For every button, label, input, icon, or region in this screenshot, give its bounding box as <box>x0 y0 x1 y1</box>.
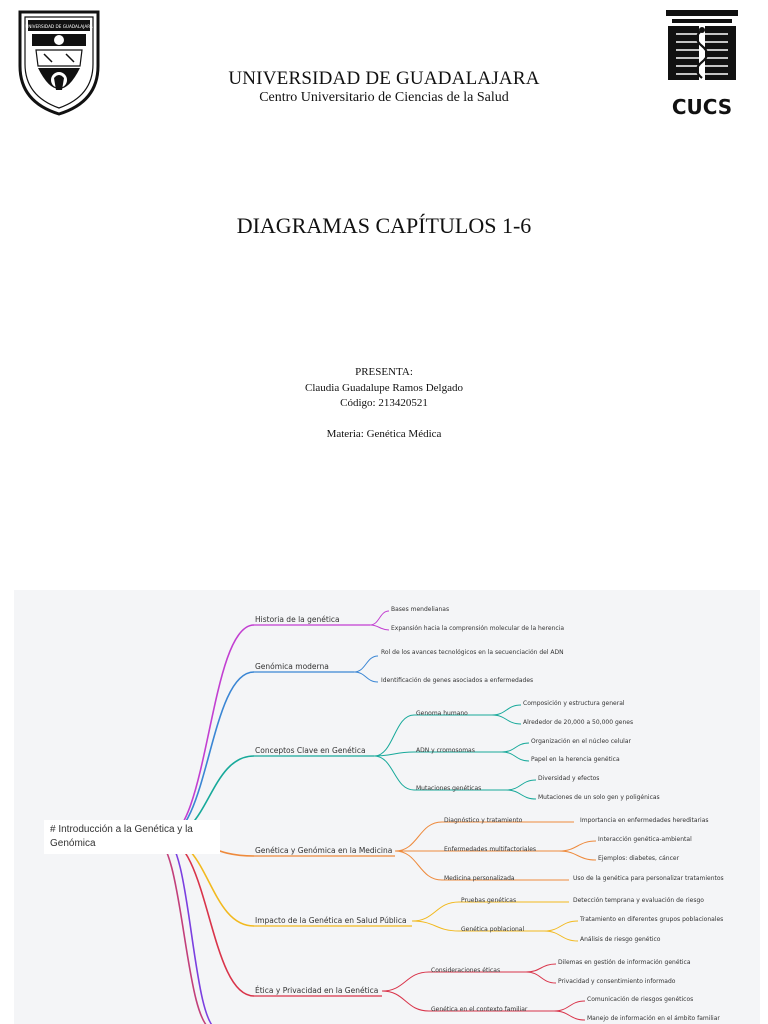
sub-medicina-personalizada[interactable]: Medicina personalizada <box>444 875 515 882</box>
leaf-ejemplos[interactable]: Ejemplos: diabetes, cáncer <box>598 855 680 862</box>
leaf-genes-enfermedades[interactable]: Identificación de genes asociados a enfe… <box>381 677 534 684</box>
leaf-connector <box>558 840 597 852</box>
leaf-personalizar[interactable]: Uso de la genética para personalizar tra… <box>573 875 724 882</box>
leaf-interaccion[interactable]: Interacción genética-ambiental <box>598 836 692 843</box>
leaf-analisis-riesgo[interactable]: Análisis de riesgo genético <box>580 936 661 943</box>
sub-diagnostico[interactable]: Diagnóstico y tratamiento <box>444 817 523 824</box>
sub-connector <box>373 755 415 791</box>
leaf-privacidad[interactable]: Privacidad y consentimiento informado <box>558 978 676 985</box>
sub-connector <box>373 714 415 757</box>
leaf-20000-genes[interactable]: Alrededor de 20,000 a 50,000 genes <box>523 719 634 726</box>
leaf-mutaciones-gen[interactable]: Mutaciones de un solo gen y poligénicas <box>538 794 660 801</box>
leaf-papel-herencia[interactable]: Papel en la herencia genética <box>531 756 620 763</box>
leaf-connector <box>553 1000 586 1012</box>
subject: Materia: Genética Médica <box>326 428 442 440</box>
sub-consideraciones[interactable]: Consideraciones éticas <box>431 967 501 974</box>
branch-connector <box>163 624 255 839</box>
sub-connector <box>411 901 460 922</box>
branch-connector <box>163 671 255 839</box>
cucs-logo-text: CUCS <box>672 95 732 118</box>
student-code: Código: 213420521 <box>340 397 428 409</box>
leaf-connector <box>491 704 522 716</box>
cucs-logo: CUCS <box>666 10 738 118</box>
leaf-connector <box>501 742 530 753</box>
sub-mutaciones[interactable]: Mutaciones genéticas <box>416 785 482 792</box>
leaf-connector <box>525 963 557 973</box>
leaf-connector <box>543 920 579 932</box>
leaf-connector <box>369 610 390 626</box>
branch-connector <box>153 837 207 1024</box>
leaf-connector <box>369 624 390 631</box>
branch-salud-publica[interactable]: Impacto de la Genética en Salud Pública <box>255 916 407 925</box>
presenta-label: PRESENTA: <box>355 366 413 378</box>
leaf-manejo-info[interactable]: Manejo de información en el ámbito famil… <box>587 1015 720 1022</box>
sub-contexto-familiar[interactable]: Genética en el contexto familiar <box>431 1006 528 1013</box>
leaf-connector <box>505 789 537 800</box>
sub-poblacional[interactable]: Genética poblacional <box>461 926 525 933</box>
author-name: Claudia Guadalupe Ramos Delgado <box>305 382 463 394</box>
leaf-connector <box>505 779 537 791</box>
sub-connector <box>411 920 460 932</box>
sub-connector <box>381 971 430 992</box>
sub-pruebas[interactable]: Pruebas genéticas <box>461 897 517 904</box>
leaf-connector <box>353 671 379 683</box>
seal-text: UNIVERSIDAD DE GUADALAJARA <box>25 24 93 29</box>
university-center: Centro Universitario de Ciencias de la S… <box>259 90 509 105</box>
sub-connector <box>381 990 430 1012</box>
mind-map: # Introducción a la Genética y la Genómi… <box>14 590 760 1024</box>
university-seal-logo: UNIVERSIDAD DE GUADALAJARA <box>18 10 100 116</box>
branch-medicina[interactable]: Genética y Genómica en la Medicina <box>255 846 393 855</box>
sub-connector <box>373 751 415 757</box>
branch-connector <box>163 837 255 997</box>
leaf-grupos[interactable]: Tratamiento en diferentes grupos poblaci… <box>580 916 724 923</box>
mind-map-root-node[interactable]: # Introducción a la Genética y la Genómi… <box>44 820 220 854</box>
leaf-deteccion[interactable]: Detección temprana y evaluación de riesg… <box>573 897 704 904</box>
leaf-connector <box>501 751 530 762</box>
leaf-connector <box>353 655 379 673</box>
leaf-connector <box>553 1010 586 1021</box>
leaf-dilemas[interactable]: Dilemas en gestión de información genéti… <box>558 959 691 966</box>
leaf-organizacion-nucleo[interactable]: Organización en el núcleo celular <box>531 738 631 745</box>
leaf-connector <box>543 930 579 942</box>
document-title: DIAGRAMAS CAPÍTULOS 1-6 <box>236 213 532 238</box>
sub-multifactoriales[interactable]: Enfermedades multifactoriales <box>444 846 537 853</box>
sub-adn-cromosomas[interactable]: ADN y cromosomas <box>416 747 475 754</box>
branch-genomica-moderna[interactable]: Genómica moderna <box>255 662 329 671</box>
branch-historia[interactable]: Historia de la genética <box>255 615 340 624</box>
leaf-connector <box>558 850 597 861</box>
sub-connector <box>394 850 443 881</box>
leaf-avances-tecnologicos[interactable]: Rol de los avances tecnológicos en la se… <box>381 649 564 656</box>
sub-connector <box>394 821 443 852</box>
leaf-expansion-molecular[interactable]: Expansión hacia la comprensión molecular… <box>391 625 565 632</box>
branch-etica[interactable]: Ética y Privacidad en la Genética <box>255 986 379 995</box>
leaf-importancia-hereditarias[interactable]: Importancia en enfermedades hereditarias <box>580 817 709 824</box>
leaf-comunicacion[interactable]: Comunicación de riesgos genéticos <box>587 996 694 1003</box>
university-name: UNIVERSIDAD DE GUADALAJARA <box>228 68 540 89</box>
branch-conceptos-clave[interactable]: Conceptos Clave en Genética <box>255 746 366 755</box>
leaf-bases-mendelianas[interactable]: Bases mendelianas <box>391 606 450 613</box>
leaf-connector <box>525 971 557 984</box>
leaf-diversidad[interactable]: Diversidad y efectos <box>538 775 600 782</box>
leaf-connector <box>491 714 522 725</box>
sub-genoma-humano[interactable]: Genoma humano <box>416 710 468 717</box>
leaf-composicion[interactable]: Composición y estructura general <box>523 700 625 707</box>
